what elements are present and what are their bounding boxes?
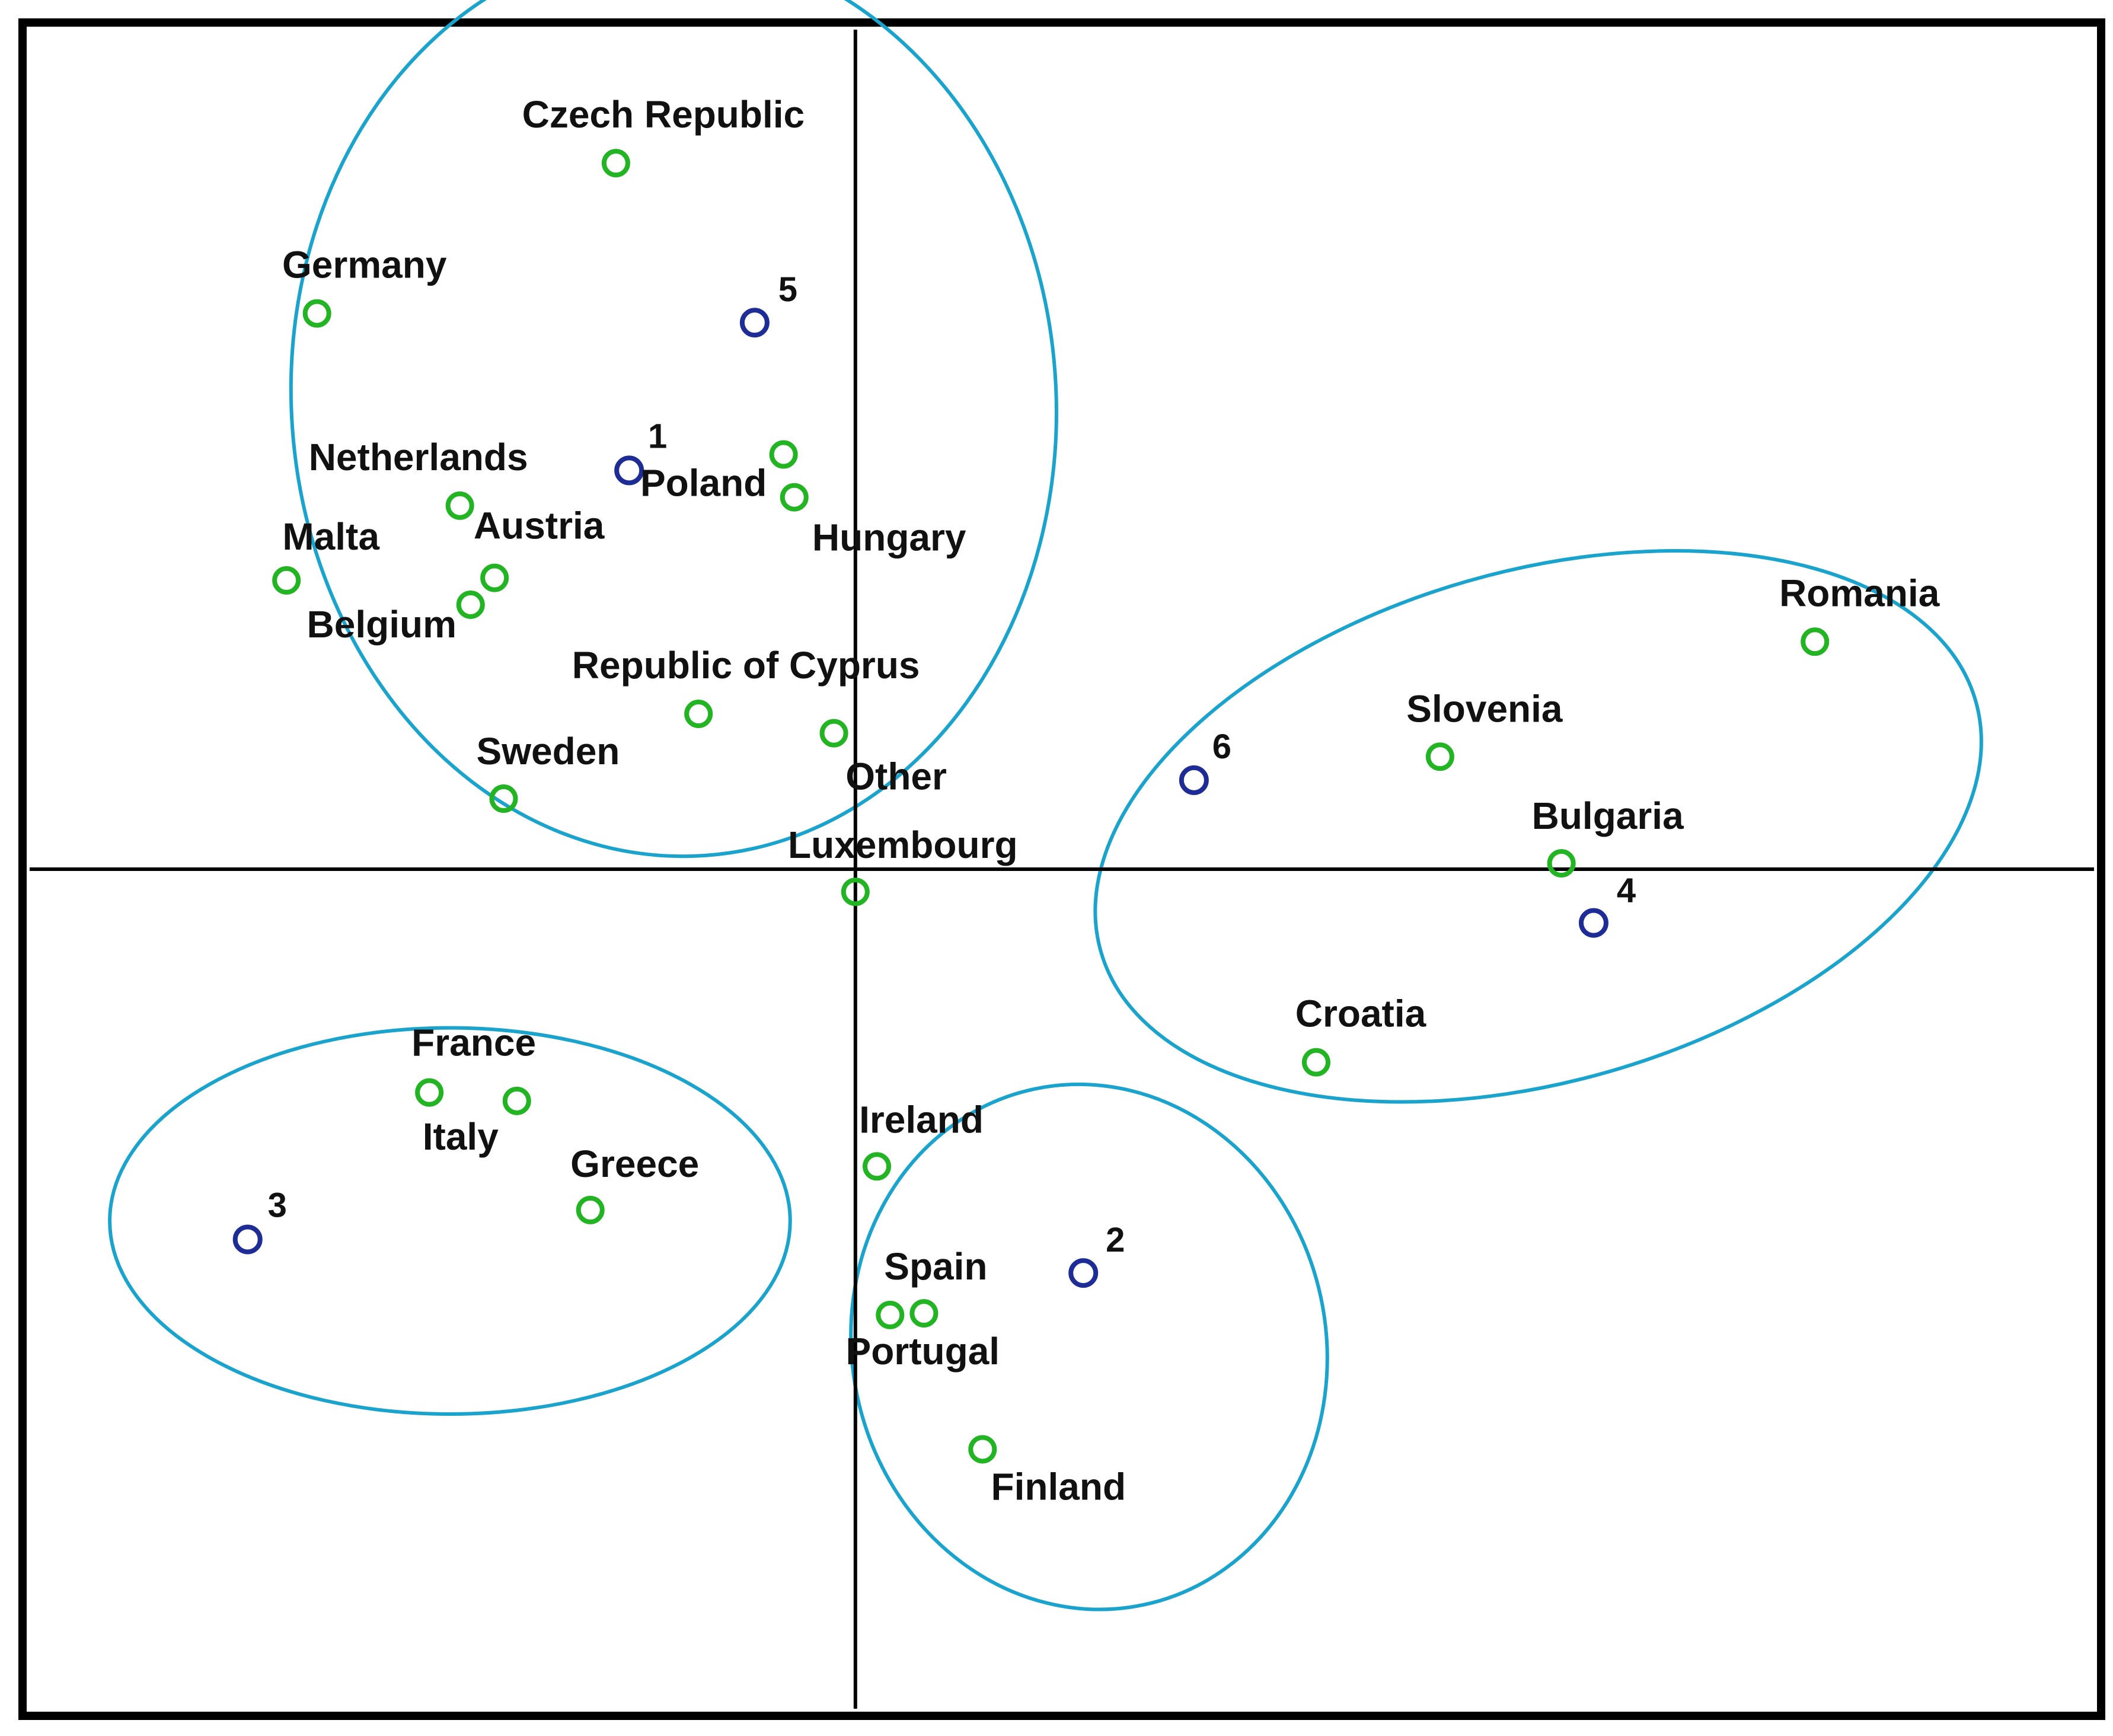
cluster-label-2: 2 — [1106, 1221, 1125, 1259]
cluster-label-1: 1 — [648, 417, 667, 455]
country-label-luxembourg: Luxembourg — [788, 824, 1018, 866]
country-point-republic-of-cyprus — [684, 700, 713, 729]
group-ellipse-3 — [849, 1082, 1329, 1611]
cluster-point-6 — [1179, 765, 1209, 795]
cluster-label-3: 3 — [268, 1186, 287, 1224]
data-points — [232, 149, 1830, 1464]
country-point-italy — [502, 1086, 531, 1115]
cluster-point-1 — [614, 455, 644, 486]
country-point-portugal — [876, 1300, 905, 1329]
country-label-malta: Malta — [282, 515, 379, 558]
country-label-republic-of-cyprus: Republic of Cyprus — [572, 644, 920, 687]
country-point-slovenia — [1425, 742, 1454, 771]
cluster-ellipses — [108, 0, 1983, 1611]
cluster-point-5 — [739, 308, 770, 338]
country-point-netherlands — [445, 491, 474, 520]
cluster-point-3 — [232, 1224, 263, 1255]
cluster-point-2 — [1068, 1258, 1099, 1288]
country-point-czech-republic — [601, 149, 630, 178]
country-point-germany — [302, 299, 331, 328]
group-ellipse-4 — [1093, 549, 1983, 1104]
country-point-ireland — [863, 1152, 892, 1181]
country-point-spain — [909, 1299, 939, 1328]
country-point-romania — [1801, 627, 1830, 656]
country-label-finland: Finland — [991, 1465, 1126, 1508]
country-label-other: Other — [845, 755, 947, 798]
country-label-croatia: Croatia — [1295, 993, 1426, 1035]
country-point-finland — [968, 1435, 997, 1464]
country-label-austria: Austria — [474, 505, 605, 547]
country-label-slovenia: Slovenia — [1406, 687, 1563, 730]
country-label-czech-republic: Czech Republic — [522, 93, 805, 136]
country-point-france — [415, 1078, 444, 1107]
country-label-greece: Greece — [570, 1143, 699, 1185]
country-label-ireland: Ireland — [859, 1098, 984, 1141]
country-label-belgium: Belgium — [307, 603, 457, 646]
country-label-spain: Spain — [884, 1245, 987, 1288]
group-ellipse-1 — [289, 0, 1058, 859]
country-label-netherlands: Netherlands — [309, 436, 528, 478]
country-point-greece — [576, 1195, 605, 1224]
country-point-poland — [769, 440, 798, 469]
cluster-point-4 — [1578, 908, 1608, 938]
axes — [30, 30, 2094, 1709]
country-label-sweden: Sweden — [477, 730, 620, 773]
country-label-italy: Italy — [423, 1115, 499, 1158]
country-label-hungary: Hungary — [812, 516, 966, 559]
country-point-luxembourg — [841, 877, 870, 907]
country-point-sweden — [489, 784, 518, 813]
country-point-croatia — [1301, 1048, 1330, 1077]
country-point-other — [819, 719, 848, 748]
country-point-bulgaria — [1547, 849, 1576, 878]
country-label-romania: Romania — [1779, 572, 1940, 614]
cluster-label-6: 6 — [1212, 727, 1231, 766]
country-label-bulgaria: Bulgaria — [1532, 794, 1684, 837]
cluster-label-5: 5 — [778, 270, 797, 309]
group-ellipse-2 — [108, 1026, 792, 1416]
country-label-portugal: Portugal — [846, 1330, 1000, 1373]
cluster-label-4: 4 — [1617, 872, 1636, 910]
country-point-malta — [272, 566, 301, 595]
country-label-france: France — [411, 1022, 536, 1064]
country-point-belgium — [456, 590, 485, 619]
country-point-austria — [480, 563, 509, 592]
country-label-poland: Poland — [640, 461, 767, 504]
country-point-hungary — [780, 483, 809, 512]
country-label-germany: Germany — [282, 244, 447, 286]
